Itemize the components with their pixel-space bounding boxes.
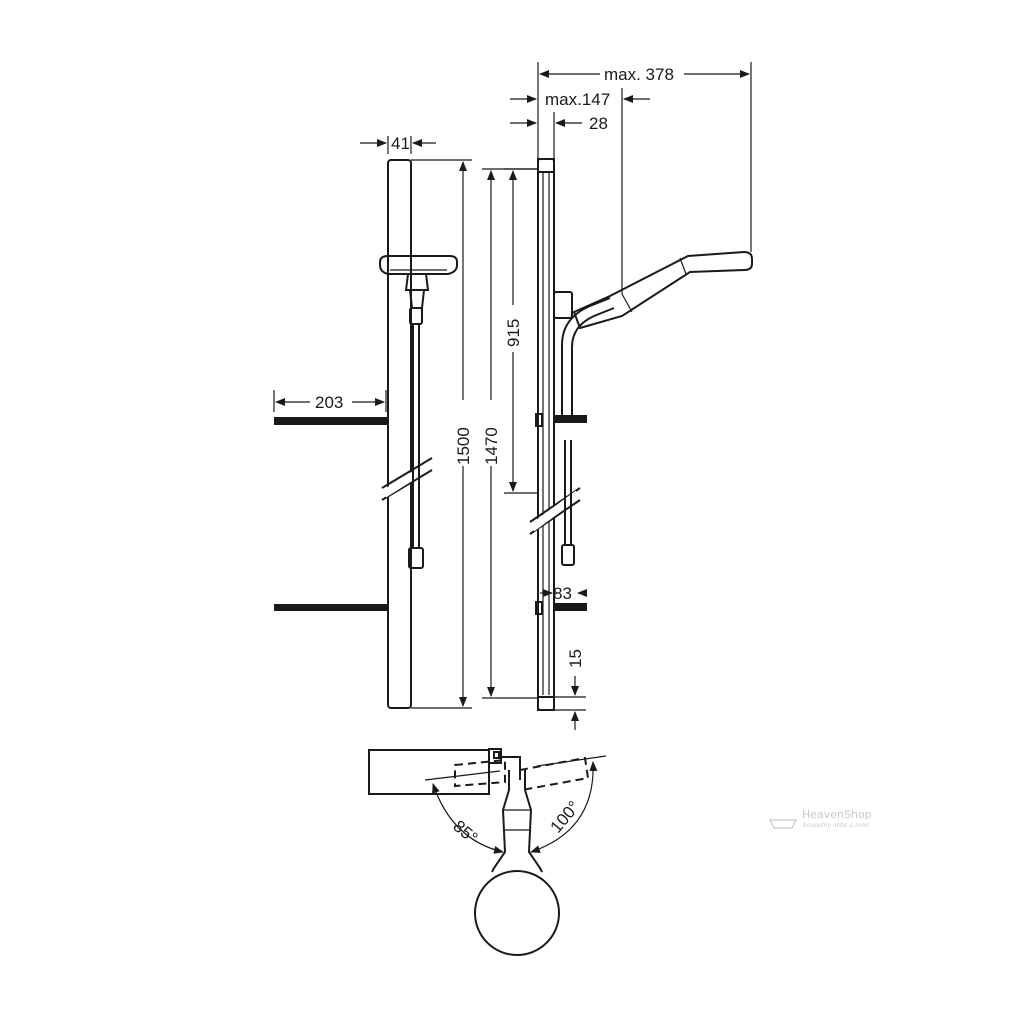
dim-slide-range: 915 xyxy=(504,168,538,494)
dim-bottom-offset-label: 15 xyxy=(566,649,585,668)
front-lower-shelf xyxy=(274,604,388,611)
top-arm-ghost-left xyxy=(454,758,506,788)
dim-rail-width-label: 41 xyxy=(391,134,410,153)
watermark-brand: HeavenShop xyxy=(802,808,872,821)
dim-shelf-depth-label: 203 xyxy=(315,393,343,412)
top-arm xyxy=(501,756,521,780)
dim-shelf-gap-label: 83 xyxy=(553,584,572,603)
dim-shelf-depth: 203 xyxy=(273,390,387,412)
dim-bracket-distance: 1470 xyxy=(482,168,538,699)
front-rail xyxy=(387,159,412,709)
watermark: HeavenShop koupelny nebe a zemi xyxy=(769,808,872,829)
dim-bottom-offset: 15 xyxy=(554,649,586,730)
dim-swivel-right-label: 100° xyxy=(547,797,584,836)
dim-max-projection-label: max.147 xyxy=(545,90,610,109)
side-rail xyxy=(537,158,555,711)
side-hose xyxy=(561,297,615,566)
bathtub-icon xyxy=(769,819,797,829)
top-hand-shower xyxy=(474,770,560,956)
dim-slide-range-label: 915 xyxy=(504,319,523,347)
dim-max-projection: max.147 xyxy=(510,88,650,294)
side-slider xyxy=(553,291,573,319)
front-view xyxy=(274,159,458,709)
dim-swivel-left-label: 85° xyxy=(449,817,481,848)
side-hand-shower xyxy=(572,250,753,330)
dim-rail-width: 41 xyxy=(360,134,436,154)
dim-wall-offset: 28 xyxy=(510,112,608,158)
dim-max-reach-label: max. 378 xyxy=(604,65,674,84)
front-hose xyxy=(408,324,424,569)
top-view xyxy=(368,748,590,956)
side-lower-shelf xyxy=(554,603,587,611)
side-upper-shelf xyxy=(554,415,587,423)
top-shelf xyxy=(368,749,490,795)
dim-total-height-label: 1500 xyxy=(454,427,473,465)
dim-wall-offset-label: 28 xyxy=(589,114,608,133)
dim-shelf-gap: 83 xyxy=(540,584,587,603)
watermark-tagline: koupelny nebe a zemi xyxy=(803,822,869,829)
front-upper-shelf xyxy=(274,417,388,425)
side-view xyxy=(529,158,753,711)
dim-max-reach: max. 378 xyxy=(537,62,752,252)
dim-bracket-distance-label: 1470 xyxy=(482,427,501,465)
front-shower-head xyxy=(379,255,458,325)
dim-swivel-right: 100° xyxy=(530,755,607,853)
top-arm-ghost-right xyxy=(519,756,590,791)
dim-total-height: 1500 xyxy=(411,159,473,709)
front-rail-break xyxy=(381,457,433,501)
